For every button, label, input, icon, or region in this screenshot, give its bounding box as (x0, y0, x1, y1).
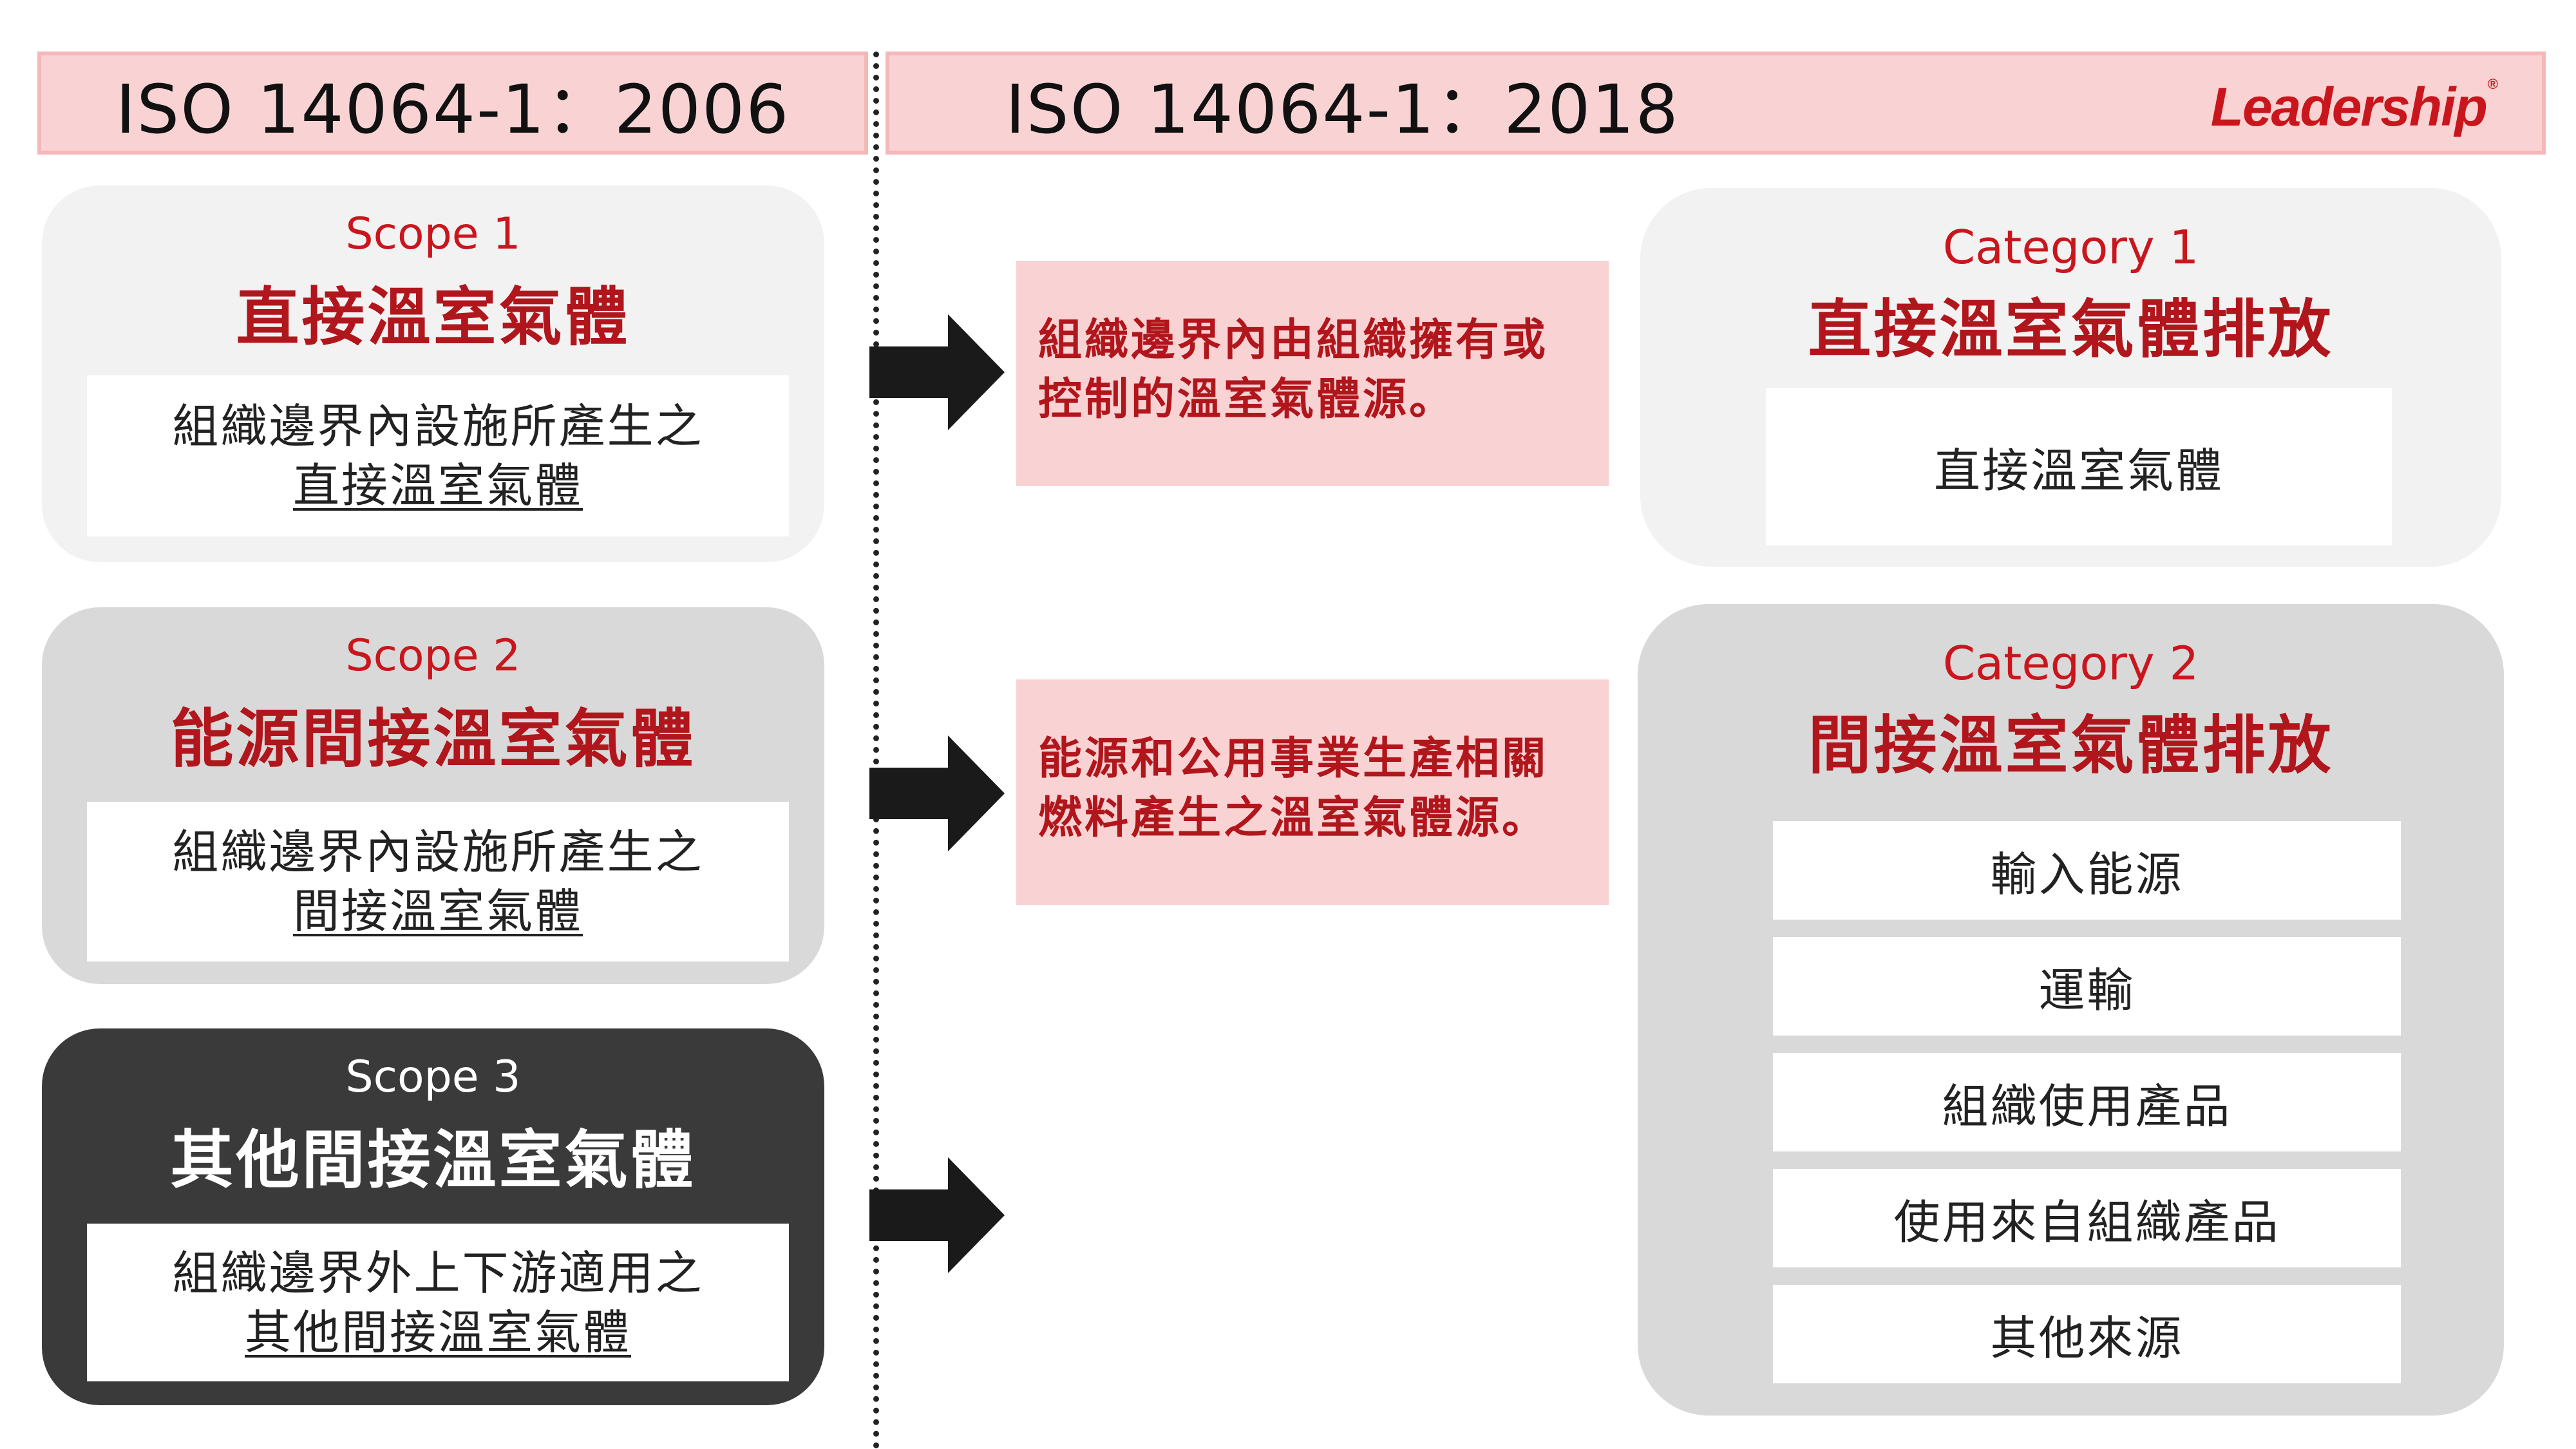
category-2-item: 其他來源 (1773, 1285, 2401, 1383)
category-2-label: Category 2 (1942, 636, 2199, 690)
definition-direct-line-2: 控制的溫室氣體源。 (1038, 374, 1456, 425)
category-2-box: Category 2 間接溫室氣體排放 輸入能源 運輸 組織使用產品 使用來自組… (1638, 604, 2504, 1416)
definition-energy-line-1: 能源和公用事業生產相關 (1038, 734, 1549, 784)
scope-1-title: 直接溫室氣體 (236, 281, 630, 354)
definition-energy-line-2: 燃料產生之溫室氣體源。 (1038, 793, 1549, 844)
category-2-title: 間接溫室氣體排放 (1808, 709, 2334, 782)
category-1-item: 直接溫室氣體 (1766, 388, 2392, 545)
scope-2-title: 能源間接溫室氣體 (170, 703, 696, 776)
header-iso-2018: ISO 14064-1：2018 Leadership® (886, 52, 2546, 155)
scope-2-description: 組織邊界內設施所產生之 間接溫室氣體 (87, 802, 789, 961)
category-2-item: 組織使用產品 (1773, 1053, 2401, 1151)
arrow-right-icon (869, 735, 1005, 851)
scope-1-description: 組織邊界內設施所產生之 直接溫室氣體 (87, 375, 789, 536)
arrow-right-icon (869, 1157, 1005, 1273)
scope-3-title: 其他間接溫室氣體 (170, 1124, 696, 1197)
dotted-divider (873, 52, 879, 1449)
leadership-logo: Leadership® (2210, 76, 2498, 137)
scope-1-label: Scope 1 (345, 209, 521, 260)
header-right-title: ISO 14064-1：2018 (1005, 70, 1680, 149)
arrow-right-icon (869, 314, 1005, 430)
scope-1-box: Scope 1 直接溫室氣體 組織邊界內設施所產生之 直接溫室氣體 (42, 185, 824, 562)
category-2-item: 運輸 (1773, 937, 2401, 1036)
category-2-item: 使用來自組織產品 (1773, 1169, 2401, 1267)
definition-direct-line-1: 組織邊界內由組織擁有或 (1038, 315, 1549, 366)
scope-3-label: Scope 3 (345, 1052, 521, 1103)
definition-direct-box: 組織邊界內由組織擁有或 控制的溫室氣體源。 (1016, 261, 1609, 486)
header-left-title: ISO 14064-1：2006 (115, 70, 790, 149)
category-2-item: 輸入能源 (1773, 821, 2401, 920)
scope-3-description: 組織邊界外上下游適用之 其他間接溫室氣體 (87, 1224, 789, 1381)
category-1-title: 直接溫室氣體排放 (1808, 293, 2334, 366)
category-1-label: Category 1 (1942, 220, 2199, 274)
scope-3-box: Scope 3 其他間接溫室氣體 組織邊界外上下游適用之 其他間接溫室氣體 (42, 1028, 824, 1405)
header-iso-2006: ISO 14064-1：2006 (37, 52, 868, 155)
category-1-box: Category 1 直接溫室氣體排放 直接溫室氣體 (1640, 188, 2501, 567)
scope-2-label: Scope 2 (345, 630, 521, 681)
definition-energy-box: 能源和公用事業生產相關 燃料產生之溫室氣體源。 (1016, 679, 1609, 905)
scope-2-box: Scope 2 能源間接溫室氣體 組織邊界內設施所產生之 間接溫室氣體 (42, 607, 824, 984)
